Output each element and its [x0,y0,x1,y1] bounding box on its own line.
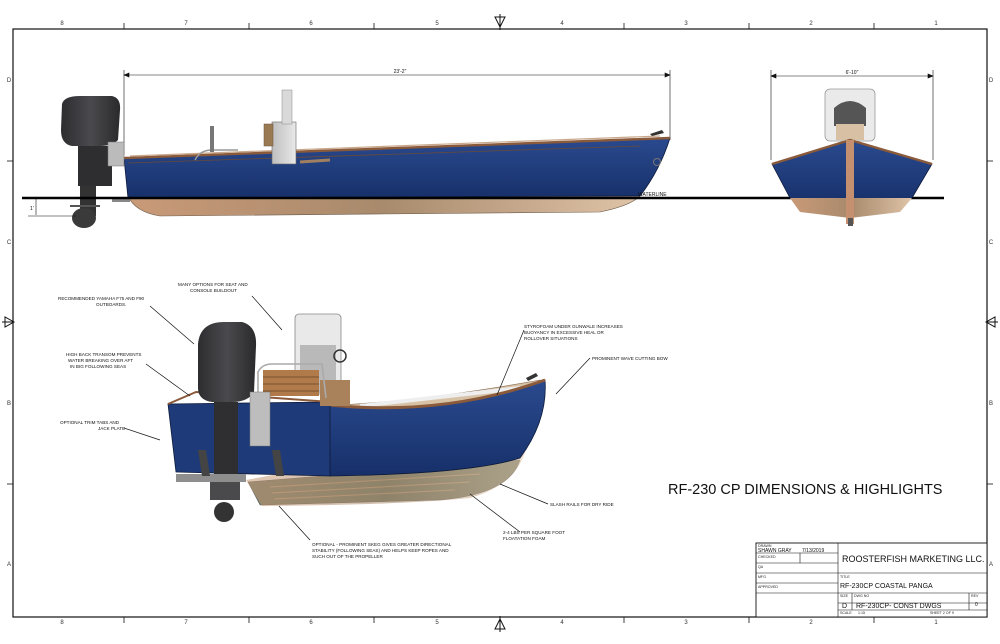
drawing-title: RF-230 CP DIMENSIONS & HIGHLIGHTS [668,482,942,498]
callout-bow: PROMINENT WAVE CUTTING BOW [592,356,668,361]
zone-top-1: 1 [934,21,938,27]
callout-seat-console-line1: MANY OPTIONS FOR SEAT AND [178,282,248,287]
callout-skeg-line1: OPTIONAL - PROMINENT SKEG GIVES GREATER … [312,542,452,547]
tb-scale-value: 1:15 [858,611,865,615]
callout-transom-line1: HIGH BACK TRANSOM PREVENTS [66,352,141,357]
title-block: DRAWN SHAWN GRAY 7/13/2019 CHECKED QA MF… [755,542,988,618]
tb-qa-label: QA [758,565,764,569]
tb-scale-label: SCALE [840,611,852,615]
beam-dim-label: 6'-10" [846,70,859,76]
draft-dim-label: 1' [30,206,34,212]
tb-approved-label: APPROVED [758,585,778,589]
tb-rev-value: 0 [975,602,978,608]
tb-sheet-value: SHEET 2 OF 9 [930,611,954,615]
tb-company: ROOSTERFISH MARKETING LLC. [842,554,985,564]
length-dimension [123,70,671,155]
zone-left-a: A [7,562,11,568]
tb-title-label: TITLE [840,575,850,579]
zone-right-c: C [989,240,994,246]
callout-outboards-line2: OUTBOARDS. [96,302,126,307]
side-view: 23'-2" WATERLINE [22,69,944,228]
tb-rev-label: REV [971,594,979,598]
zone-top-8: 8 [60,21,64,27]
zone-right-a: A [989,562,993,568]
tb-drawn-label: DRAWN [758,544,772,548]
zone-top-4: 4 [560,21,564,27]
iso-transom [167,401,331,477]
callout-flotation-line1: 2-4 LBS PER SQUARE FOOT [503,530,565,535]
svg-text:STYROFOAM UNDER GUNWALE INCREA: STYROFOAM UNDER GUNWALE INCREASESBUOYANC… [524,324,623,341]
tb-size-label: SIZE [840,594,849,598]
iso-outboard [198,322,271,522]
zone-bottom-3: 3 [684,620,688,626]
waterline-label: WATERLINE [638,192,667,198]
callout-outboards-line1: RECOMMENDED YAMAHA F75 AND F90 [58,296,145,301]
zone-left-c: C [7,240,12,246]
tb-size-value: D [842,603,847,610]
callout-styrofoam-line2: BUOYANCY IN EXCESSIVE HEAL OR [524,330,605,335]
callout-flotation-line2: FLOATATION FOAM [503,536,546,541]
length-dim-label: 23'-2" [394,69,407,75]
front-view: 6'-10" [770,70,934,226]
zone-bottom-6: 6 [309,620,313,626]
tb-title-value: RF-230CP COASTAL PANGA [840,583,933,590]
zone-left-d: D [7,78,12,84]
zone-bottom-7: 7 [184,620,188,626]
callout-styrofoam-line3: ROLLOVER SITUATIONS [524,336,578,341]
callout-skeg-line2: STABILITY (FOLLOWING SEAS) AND HELPS KEE… [312,548,449,553]
side-hull-bottom [127,195,641,217]
callout-trim-line1: OPTIONAL TRIM TABS AND [60,420,120,425]
zone-right-b: B [989,401,993,407]
zone-labels: 8 7 6 5 4 3 2 1 8 7 6 5 4 3 2 1 D C B A … [7,21,994,626]
zone-top-3: 3 [684,21,688,27]
zone-left-b: B [7,401,11,407]
svg-text:OPTIONAL - PROMINENT SKEG GIVE: OPTIONAL - PROMINENT SKEG GIVES GREATER … [312,542,452,559]
side-gunwale [123,136,671,160]
zone-bottom-2: 2 [809,620,813,626]
zone-bottom-8: 8 [60,620,64,626]
callout-transom-line2: WATER BREAKING OVER AFT [68,358,133,363]
tb-drawn-date: 7/13/2019 [802,548,824,554]
zone-bottom-5: 5 [435,620,439,626]
callout-slash-rails: SLASH RAILS FOR DRY RIDE [550,502,614,507]
side-outboard [61,96,125,228]
tb-checked-label: CHECKED [758,555,776,559]
drawing-border [2,14,998,632]
tb-dwg-label: DWG NO [854,594,869,598]
tb-drawn-name: SHAWN GRAY [758,548,792,554]
callout-seat-console-line2: CONSOLE BUILDOUT [190,288,237,293]
side-console [271,121,297,165]
callout-leaders [123,295,591,541]
callout-transom-line3: IN BIG FOLLOWING SEAS [70,364,126,369]
callout-skeg-line3: SUCH OUT OF THE PROPELLER [312,554,383,559]
tb-mfg-label: MFG [758,575,766,579]
zone-top-5: 5 [435,21,439,27]
zone-bottom-4: 4 [560,620,564,626]
tb-dwg-value: RF-230CP- CONST DWGS [856,603,942,610]
zone-top-2: 2 [809,21,813,27]
iso-seat [257,363,327,399]
callout-styrofoam-line1: STYROFOAM UNDER GUNWALE INCREASES [524,324,623,329]
zone-top-7: 7 [184,21,188,27]
callout-trim-line2: JACK PLATE [98,426,125,431]
iso-view [167,313,546,522]
zone-bottom-1: 1 [934,620,938,626]
zone-right-d: D [989,78,994,84]
zone-top-6: 6 [309,21,313,27]
